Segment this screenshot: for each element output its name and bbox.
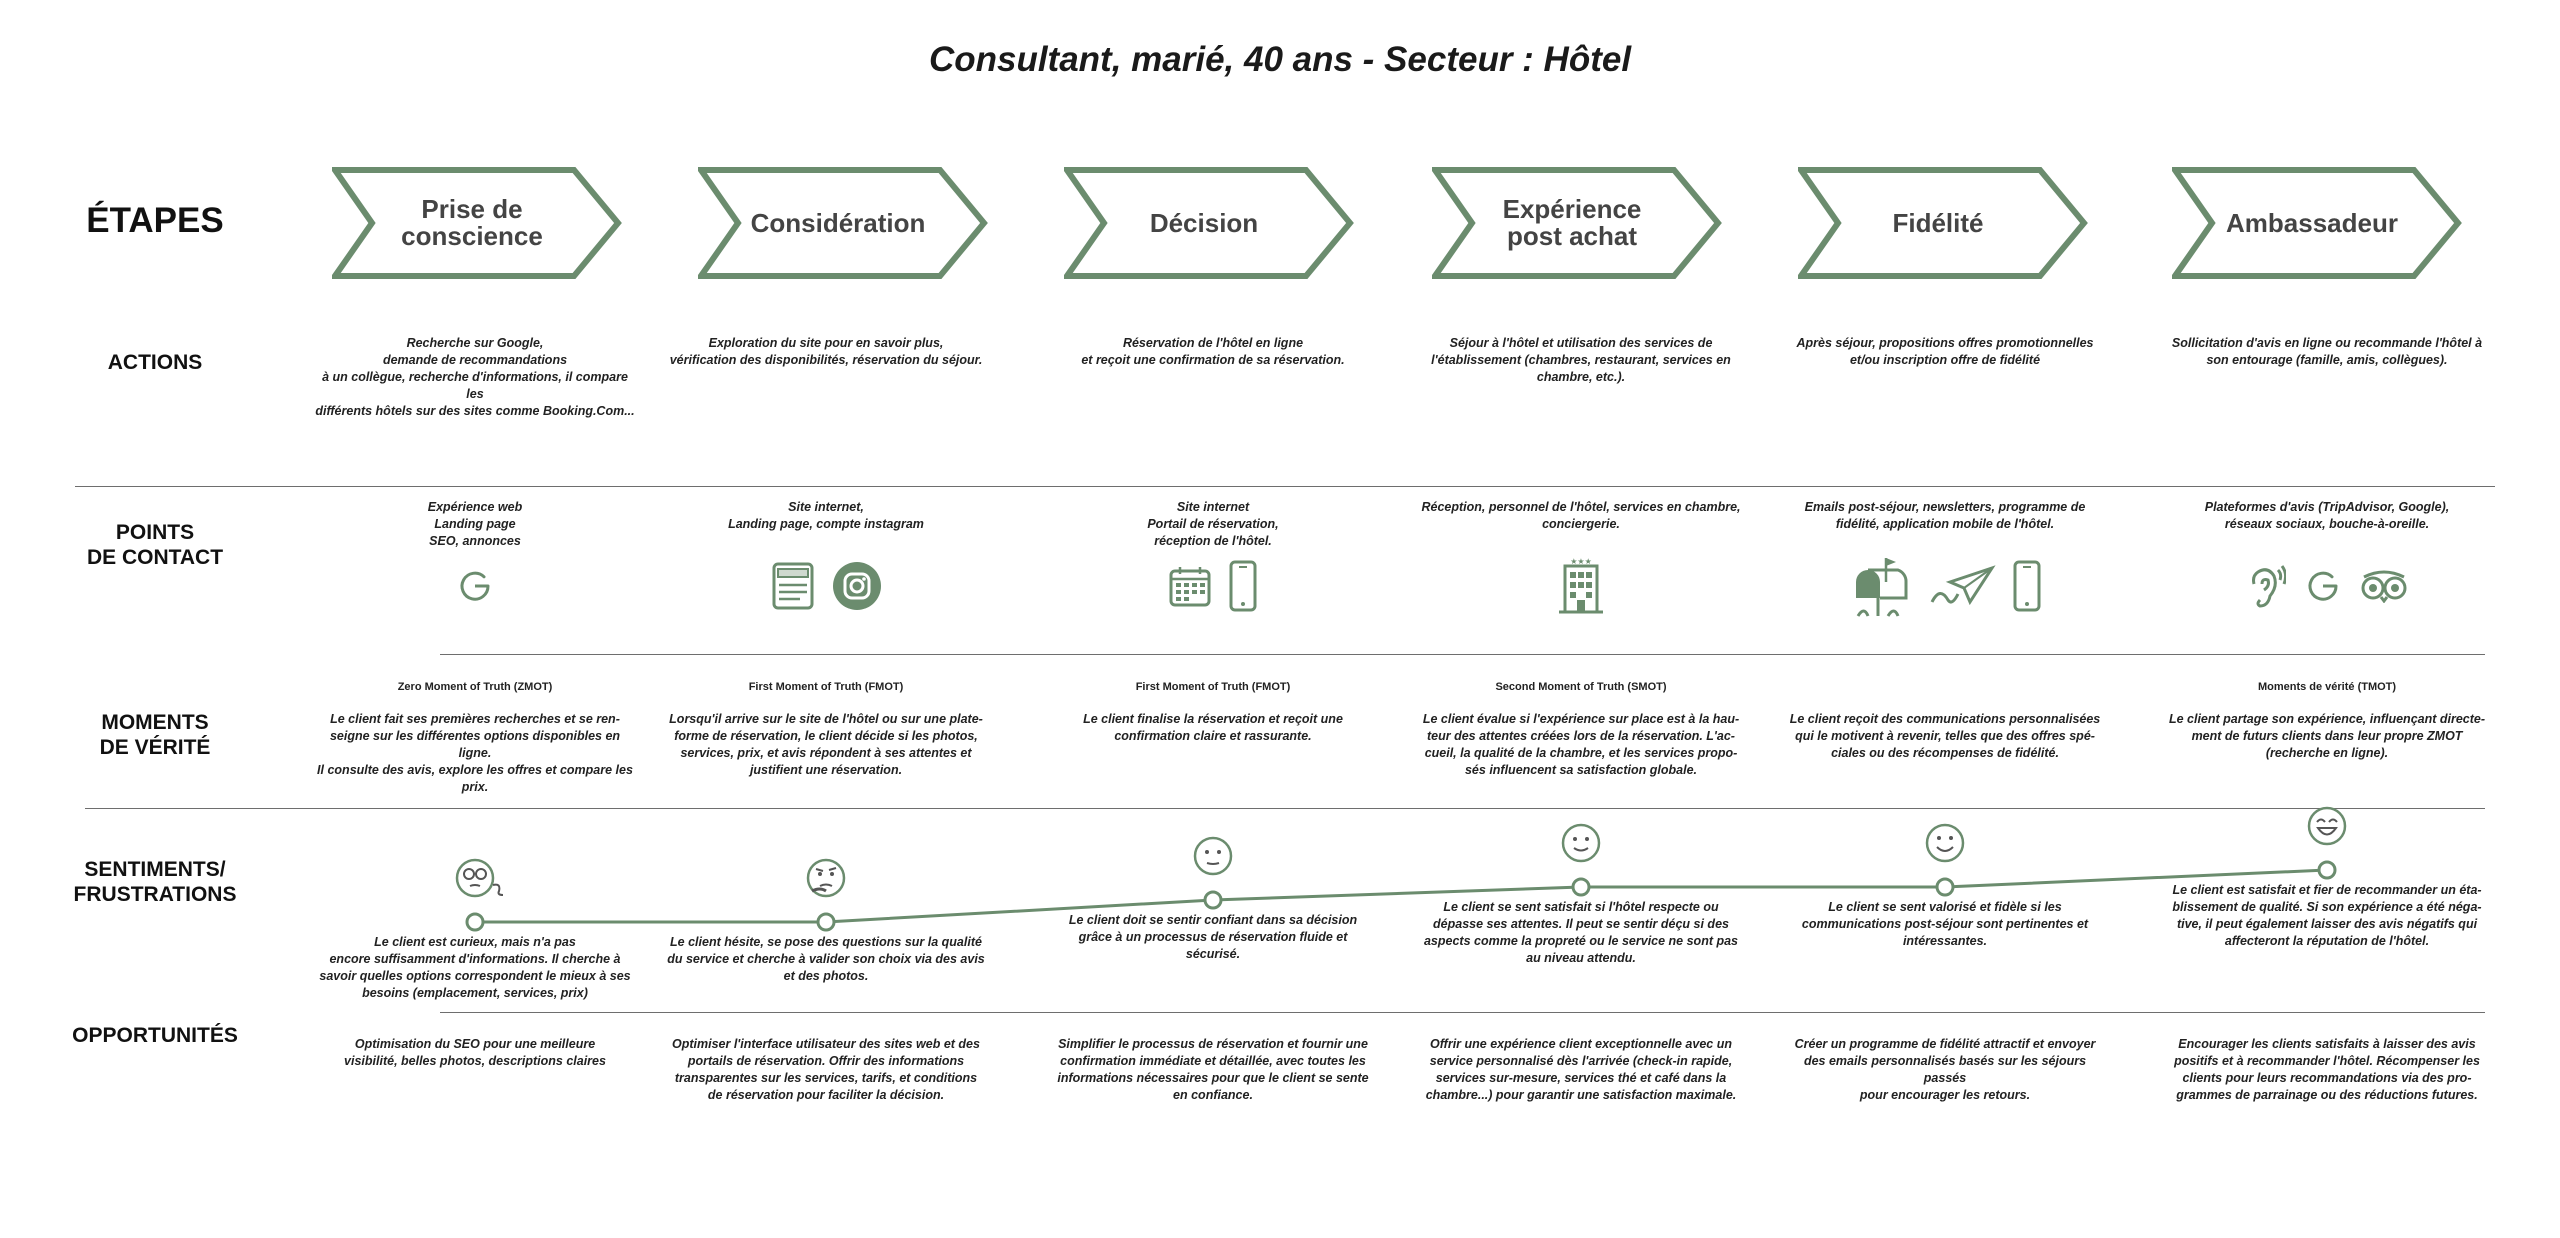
row-label-actions: ACTIONS bbox=[107, 351, 203, 374]
sentiment-text: Le client est curieux, mais n'a pas enco… bbox=[319, 935, 631, 1000]
contact-icons bbox=[1053, 556, 1373, 620]
opportunity-text: Simplifier le processus de réservation e… bbox=[1057, 1037, 1369, 1102]
moment-text: Le client partage son expérience, influe… bbox=[2168, 712, 2486, 760]
smartphone-icon bbox=[1228, 560, 1258, 617]
sentiment-point-5 bbox=[1935, 877, 1955, 897]
smartphone-icon bbox=[2012, 560, 2042, 617]
moment-text: Le client finalise la réservation et reç… bbox=[1083, 712, 1343, 743]
sentiment-text: Le client doit se sentir confiant dans s… bbox=[1068, 913, 1358, 961]
curious-face-icon bbox=[455, 857, 505, 906]
contact-icons bbox=[666, 556, 986, 620]
sentiment-point-2 bbox=[816, 912, 836, 932]
thinking-face-icon bbox=[806, 857, 856, 906]
mailbox-icon bbox=[1848, 554, 1914, 623]
separator-contact bbox=[440, 654, 2485, 655]
opportunity-text: Optimisation du SEO pour une meilleure v… bbox=[344, 1037, 606, 1068]
row-label-moments-verite: MOMENTS DE VÉRITÉ bbox=[99, 711, 211, 759]
stage-chevron-3: Décision bbox=[1064, 167, 1354, 279]
action-text: Séjour à l'hôtel et utilisation des serv… bbox=[1431, 336, 1731, 384]
contact-text: Site internet, Landing page, compte inst… bbox=[728, 500, 924, 531]
sentiment-text: Le client est satisfait et fier de recom… bbox=[2172, 883, 2482, 948]
action-text: Réservation de l'hôtel en ligne et reçoi… bbox=[1081, 336, 1345, 367]
moment-text: Le client reçoit des communications pers… bbox=[1789, 712, 2101, 760]
contact-text: Plateformes d'avis (TripAdvisor, Google)… bbox=[2204, 500, 2450, 531]
page-title: Consultant, marié, 40 ans - Secteur : Hô… bbox=[928, 40, 1632, 79]
sentiment-text: Le client hésite, se pose des questions … bbox=[667, 935, 985, 983]
sentiment-point-3 bbox=[1203, 890, 1223, 910]
ear-icon bbox=[2246, 564, 2288, 613]
stage-chevron-2: Considération bbox=[698, 167, 988, 279]
google-icon bbox=[2302, 565, 2344, 612]
stage-chevron-6: Ambassadeur bbox=[2172, 167, 2462, 279]
row-label-opportunites: OPPORTUNITÉS bbox=[72, 1024, 238, 1047]
stage-label: Considération bbox=[750, 207, 926, 238]
action-text: Après séjour, propositions offres promot… bbox=[1796, 336, 2094, 367]
neutral-face-icon bbox=[1193, 835, 1243, 884]
contact-text: Emails post-séjour, newsletters, program… bbox=[1804, 500, 2086, 531]
separator-sentiments bbox=[440, 1012, 2485, 1013]
sentiment-text: Le client se sent satisfait si l'hôtel r… bbox=[1423, 900, 1738, 965]
action-text: Sollicitation d'avis en ligne ou recomma… bbox=[2171, 336, 2483, 367]
contact-text: Réception, personnel de l'hôtel, service… bbox=[1421, 500, 1741, 531]
stage-label: Fidélité bbox=[1892, 207, 1984, 238]
webpage-icon bbox=[770, 561, 816, 616]
contact-icons: ★★★ bbox=[1421, 556, 1741, 620]
sentiment-point-4 bbox=[1571, 877, 1591, 897]
row-label-points-contact: POINTS DE CONTACT bbox=[86, 521, 224, 569]
contact-icons bbox=[315, 556, 635, 620]
stage-label: Prise de conscience bbox=[401, 194, 543, 251]
contact-icons bbox=[1785, 556, 2105, 620]
paper-plane-icon bbox=[1930, 564, 1996, 613]
stage-chevron-5: Fidélité bbox=[1798, 167, 2088, 279]
opportunity-text: Encourager les clients satisfaits à lais… bbox=[2174, 1037, 2480, 1102]
stage-chevron-1: Prise de conscience bbox=[332, 167, 622, 279]
contact-icons bbox=[2167, 556, 2487, 620]
moment-title: Second Moment of Truth (SMOT) bbox=[1495, 681, 1667, 693]
opportunity-text: Optimiser l'interface utilisateur des si… bbox=[672, 1037, 980, 1102]
instagram-icon bbox=[832, 561, 882, 616]
sentiment-point-6 bbox=[2317, 860, 2337, 880]
moment-title: Moments de vérité (TMOT) bbox=[2257, 681, 2397, 693]
svg-text:★★★: ★★★ bbox=[1570, 557, 1592, 566]
sentiment-point-1 bbox=[465, 912, 485, 932]
row-label-etapes: ÉTAPES bbox=[86, 201, 224, 240]
google-icon bbox=[454, 565, 496, 612]
action-text: Recherche sur Google, demande de recomma… bbox=[315, 336, 635, 418]
slight-smile-face-icon bbox=[1561, 822, 1611, 871]
calendar-icon bbox=[1168, 564, 1212, 613]
moment-title: First Moment of Truth (FMOT) bbox=[1135, 681, 1291, 693]
contact-text: Site internet Portail de réservation, ré… bbox=[1147, 500, 1279, 548]
stage-label: Décision bbox=[1149, 207, 1259, 238]
tripadvisor-icon bbox=[2360, 569, 2408, 608]
smile-face-icon bbox=[1925, 822, 1975, 871]
contact-text: Expérience web Landing page SEO, annonce… bbox=[427, 500, 523, 548]
moment-text: Le client évalue si l'expérience sur pla… bbox=[1422, 712, 1740, 777]
stage-chevron-4: Expérience post achat bbox=[1432, 167, 1722, 279]
moment-title: First Moment of Truth (FMOT) bbox=[748, 681, 904, 693]
sentiment-curve bbox=[475, 868, 2328, 924]
stage-label: Ambassadeur bbox=[2226, 207, 2398, 238]
opportunity-text: Créer un programme de fidélité attractif… bbox=[1794, 1037, 2096, 1102]
moment-text: Lorsqu'il arrive sur le site de l'hôtel … bbox=[669, 712, 983, 777]
hotel-building-icon: ★★★ bbox=[1556, 556, 1606, 621]
stage-label: Expérience post achat bbox=[1502, 194, 1642, 251]
moment-text: Le client fait ses premières recherches … bbox=[317, 712, 633, 794]
row-label-sentiments: SENTIMENTS/ FRUSTRATIONS bbox=[73, 858, 237, 906]
opportunity-text: Offrir une expérience client exceptionne… bbox=[1425, 1037, 1737, 1102]
happy-face-icon bbox=[2307, 805, 2357, 854]
separator-moments bbox=[85, 808, 2485, 809]
sentiment-text: Le client se sent valorisé et fidèle si … bbox=[1801, 900, 2089, 948]
separator-actions bbox=[75, 486, 2495, 487]
moment-title: Zero Moment of Truth (ZMOT) bbox=[397, 681, 553, 693]
action-text: Exploration du site pour en savoir plus,… bbox=[669, 336, 983, 367]
